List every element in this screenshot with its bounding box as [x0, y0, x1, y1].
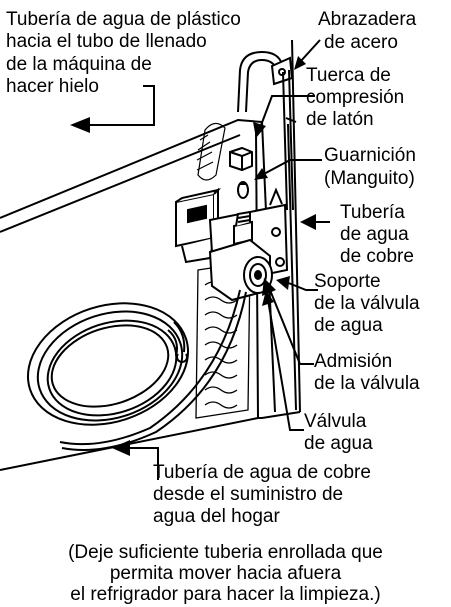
bracket-label-line2: de la válvula — [314, 293, 420, 314]
supply-label-line3: agua del hogar — [153, 506, 280, 527]
copper-supply-coil — [26, 289, 247, 451]
nut-label-line3: de latón — [306, 109, 374, 130]
bracket-label-line3: de agua — [314, 315, 383, 336]
plastic-tube-label-line4: hacer hielo — [6, 76, 99, 97]
leader-lines — [88, 39, 330, 480]
brass-compression-nut — [229, 146, 253, 172]
clamp-label-line1: Abrazadera — [318, 9, 417, 30]
nut-label-line2: compresión — [306, 87, 405, 108]
valve-label-line1: Válvula — [304, 411, 367, 432]
caption-line1: (Deje suficiente tuberia enrollada que — [68, 542, 383, 563]
ferrule — [237, 181, 249, 199]
caption-line2: permita mover hacia afuera — [109, 563, 342, 584]
plastic-tube-label-line1: Tubería de agua de plástico — [6, 9, 241, 30]
copper-tube-label-line3: de cobre — [340, 246, 414, 267]
copper-tube-label-line1: Tubería — [340, 202, 405, 223]
supply-label-line1: Tubería de agua de cobre — [153, 462, 371, 483]
supply-label-line2: desde el suministro de — [153, 484, 344, 505]
plastic-water-tube — [237, 50, 283, 113]
nut-label-line1: Tuerca de — [306, 65, 391, 86]
inlet-label-line1: Admisión — [314, 351, 393, 372]
copper-tube-label-line2: de agua — [340, 224, 409, 245]
ferrule-label-line2: (Manguito) — [324, 168, 415, 189]
steel-clamp — [270, 56, 294, 86]
plastic-tube-label-line3: de la máquina de — [6, 54, 152, 75]
arrowheads — [70, 56, 316, 456]
valve-label-line2: de agua — [304, 433, 373, 454]
bracket-label-line1: Soporte — [314, 271, 381, 292]
water-valve-assembly — [175, 187, 289, 302]
plastic-tube-label-line2: hacia el tubo de llenado — [6, 31, 207, 52]
caption-line3: el refrigrador para hacer la limpieza.) — [70, 584, 381, 605]
inlet-label-line2: de la válvula — [314, 373, 420, 394]
clamp-label-line2: de acero — [324, 32, 398, 53]
ferrule-label-line1: Guarnición — [324, 145, 416, 166]
